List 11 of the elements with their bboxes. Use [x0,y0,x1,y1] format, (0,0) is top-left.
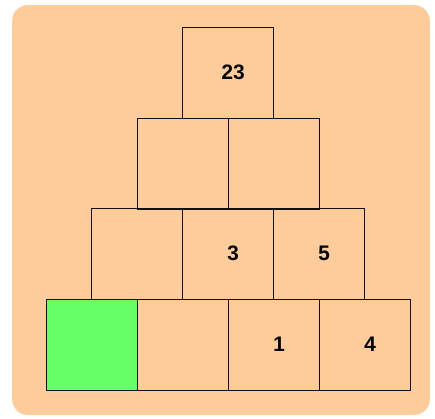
number-box [182,27,274,119]
number: 1 [273,333,285,357]
number: 23 [221,61,245,85]
number: 3 [227,242,239,266]
number-box [319,299,411,391]
empty-box [137,118,229,210]
number-box [273,208,365,300]
number: 4 [364,333,376,357]
number: 5 [318,242,330,266]
empty-box [46,299,138,391]
empty-box [228,118,320,210]
